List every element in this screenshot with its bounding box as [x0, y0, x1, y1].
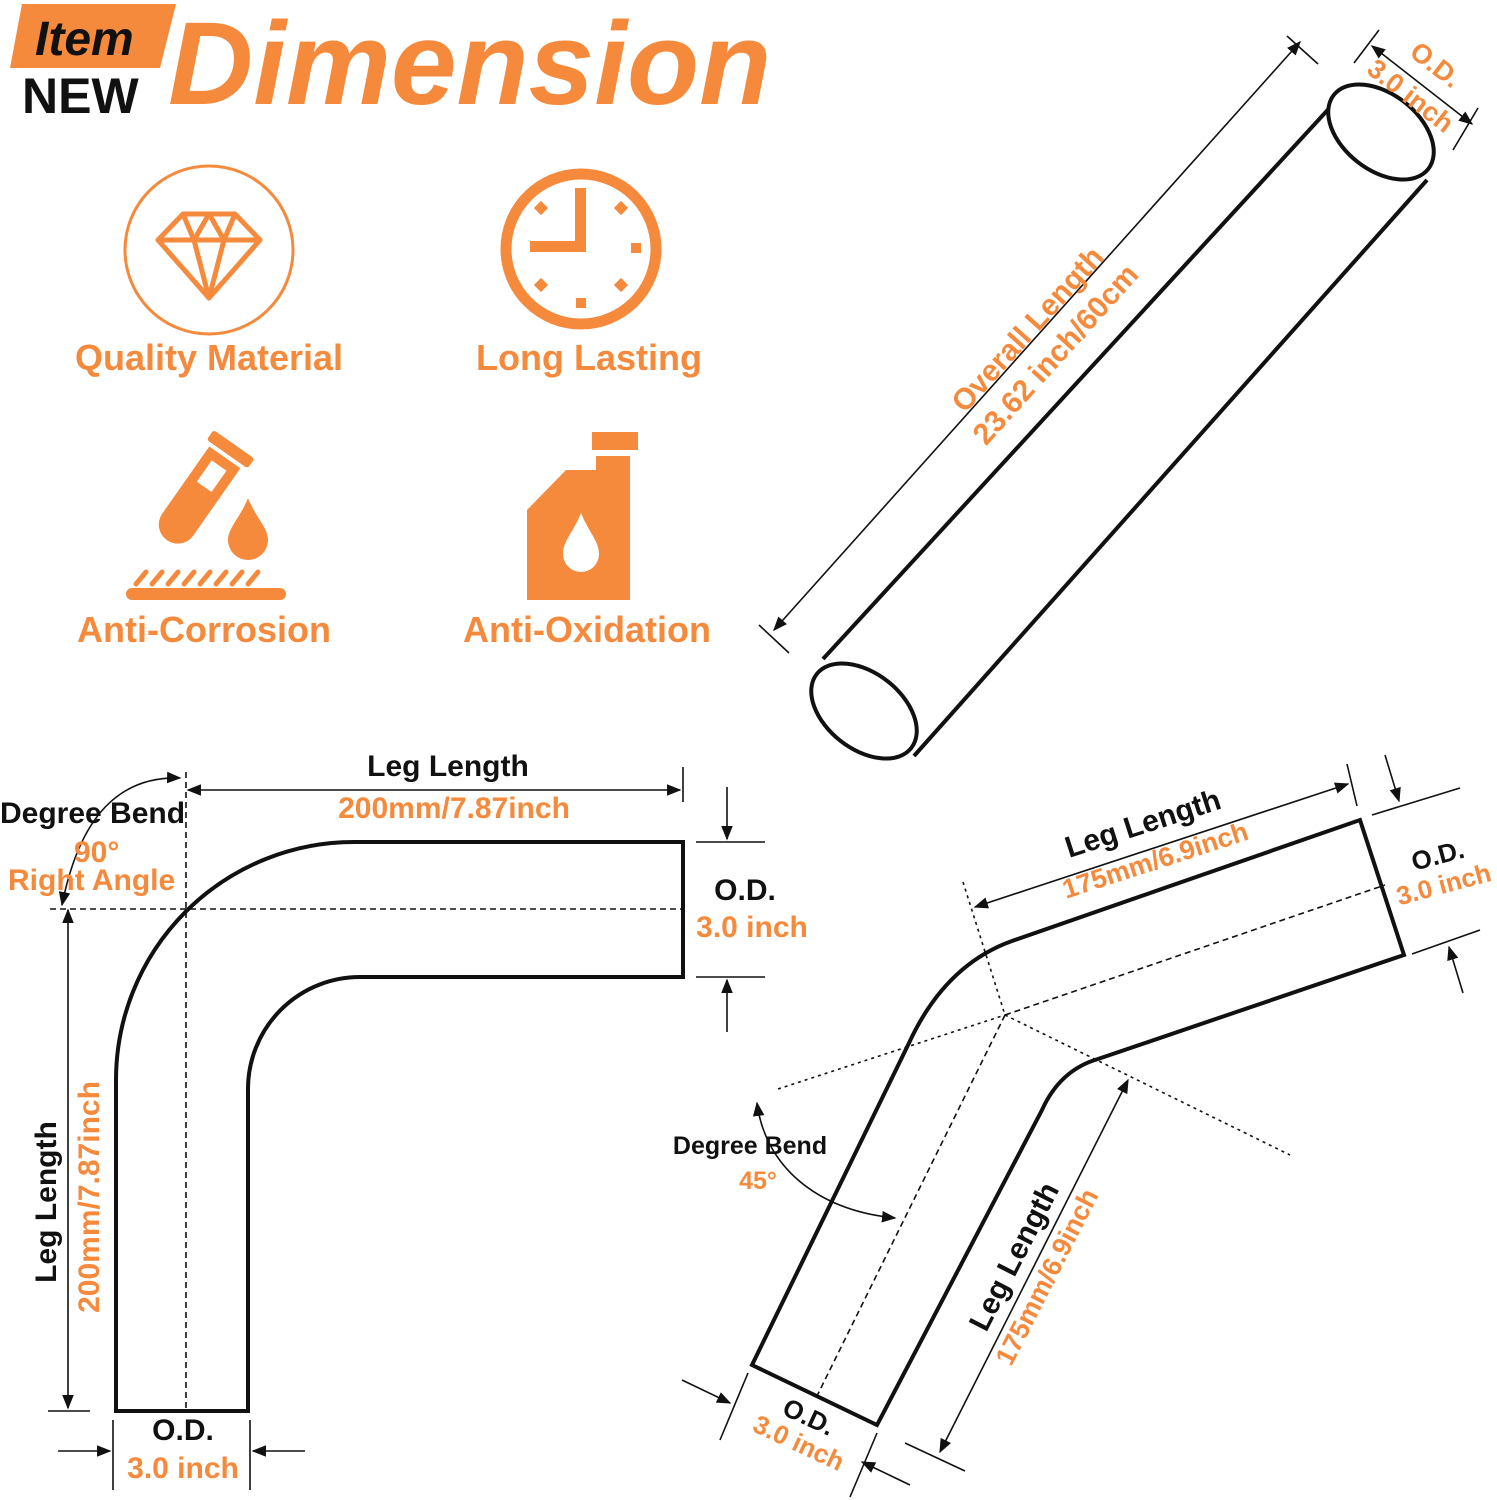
bend-90-desc: Right Angle — [8, 864, 175, 897]
leg-length-top-value: 200mm/7.87inch — [338, 792, 570, 825]
feature-quality-material: Quality Material — [75, 164, 343, 378]
bend-90-indicator — [58, 771, 182, 907]
elbow-45-diagram: Leg Length 175mm/6.9inch O.D. 3.0 inch D… — [673, 754, 1494, 1498]
feature-anti-oxidation: Anti-Oxidation — [463, 432, 711, 650]
od-right-value: 3.0 inch — [696, 911, 808, 944]
bend-45-value: 45° — [739, 1167, 777, 1195]
od-right-45-dimension — [1371, 754, 1481, 994]
clock-icon — [500, 168, 662, 330]
corrosion-icon — [126, 431, 286, 600]
od-bottom-label: O.D. — [152, 1414, 214, 1447]
leg-length-top-45-dimension — [973, 763, 1358, 909]
feature-long-lasting: Long Lasting — [476, 168, 702, 378]
leg-length-left-label: Leg Length — [30, 1121, 63, 1283]
elbow-45-pipe — [749, 817, 1407, 1428]
od-right-label: O.D. — [714, 874, 776, 907]
leg-length-top-dimension — [186, 767, 684, 802]
page-title: Dimension — [168, 0, 771, 130]
bend-45-indicator — [752, 1101, 897, 1223]
diamond-icon — [123, 164, 295, 336]
leg-length-left-dimension — [48, 908, 90, 1412]
od-right-dimension — [696, 787, 765, 1032]
bend-45-label: Degree Bend — [673, 1132, 827, 1160]
badge-new-text: NEW — [22, 68, 139, 124]
od-bottom-dimension — [58, 1420, 305, 1490]
straight-od-dimension — [1353, 29, 1479, 151]
badge-item-text: Item — [35, 13, 134, 66]
feature-label: Long Lasting — [476, 337, 702, 378]
item-badge — [10, 4, 176, 68]
feature-label: Anti-Oxidation — [463, 609, 711, 650]
leg-length-top-label: Leg Length — [367, 750, 529, 783]
feature-label: Anti-Corrosion — [77, 609, 331, 650]
elbow-90-pipe — [114, 840, 685, 1413]
oil-bottle-icon — [527, 432, 638, 600]
straight-pipe-diagram: Overall Length 23.62 inch/60cm O.D. 3.0 … — [758, 29, 1479, 761]
od-bottom-45-dimension — [681, 1372, 911, 1498]
elbow-90-diagram: Leg Length 200mm/7.87inch Degree Bend 90… — [0, 750, 808, 1490]
overall-length-dimension — [758, 35, 1319, 654]
bend-90-value: 90° — [74, 836, 119, 869]
bend-90-label: Degree Bend — [0, 797, 185, 830]
leg-length-left-value: 200mm/7.87inch — [73, 1081, 106, 1313]
feature-label: Quality Material — [75, 337, 343, 378]
feature-anti-corrosion: Anti-Corrosion — [77, 431, 331, 650]
od-bottom-value: 3.0 inch — [127, 1452, 239, 1485]
straight-pipe — [809, 82, 1436, 761]
header: Item NEW Dimension — [10, 0, 771, 130]
leg-length-bottom-45-dimension — [904, 1078, 1129, 1472]
